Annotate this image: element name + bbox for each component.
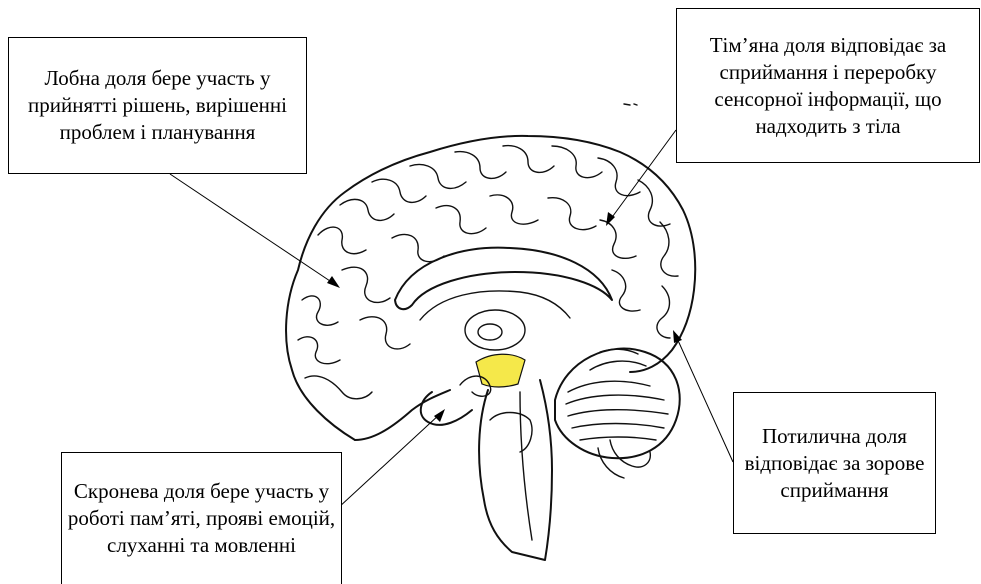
temporal-arrowhead (434, 409, 445, 422)
occipital-lobe-text: Потилична доля відповідає за зорове спри… (738, 423, 931, 504)
small-mark (624, 104, 637, 105)
frontal-leader (170, 174, 333, 283)
temporal-lobe-label: Скронева доля бере участь у роботі пам’я… (61, 452, 342, 584)
cerebrum-outline (286, 136, 695, 440)
parietal-lobe-text: Тім’яна доля відповідає за сприймання і … (681, 32, 975, 140)
pons (490, 413, 532, 453)
temporal-lobe-text: Скронева доля бере участь у роботі пам’я… (66, 478, 337, 559)
parietal-leader (610, 130, 676, 220)
brain-illustration (286, 104, 695, 560)
brainstem (479, 380, 552, 560)
thalamus-inner (478, 324, 502, 340)
frontal-lobe-label: Лобна доля бере участь у прийнятті рішен… (8, 37, 307, 174)
fornix (420, 291, 570, 320)
frontal-lobe-text: Лобна доля бере участь у прийнятті рішен… (13, 65, 302, 146)
corpus-callosum (395, 248, 612, 309)
parietal-lobe-label: Тім’яна доля відповідає за сприймання і … (676, 8, 980, 163)
temporal-lobe (421, 392, 472, 425)
frontal-arrowhead (327, 276, 340, 288)
occipital-lobe-label: Потилична доля відповідає за зорове спри… (733, 392, 936, 534)
temporal-leader (325, 414, 440, 520)
occipital-leader (676, 336, 733, 462)
cerebellum (555, 349, 680, 478)
highlight-region (476, 354, 525, 387)
thalamus (465, 310, 525, 350)
